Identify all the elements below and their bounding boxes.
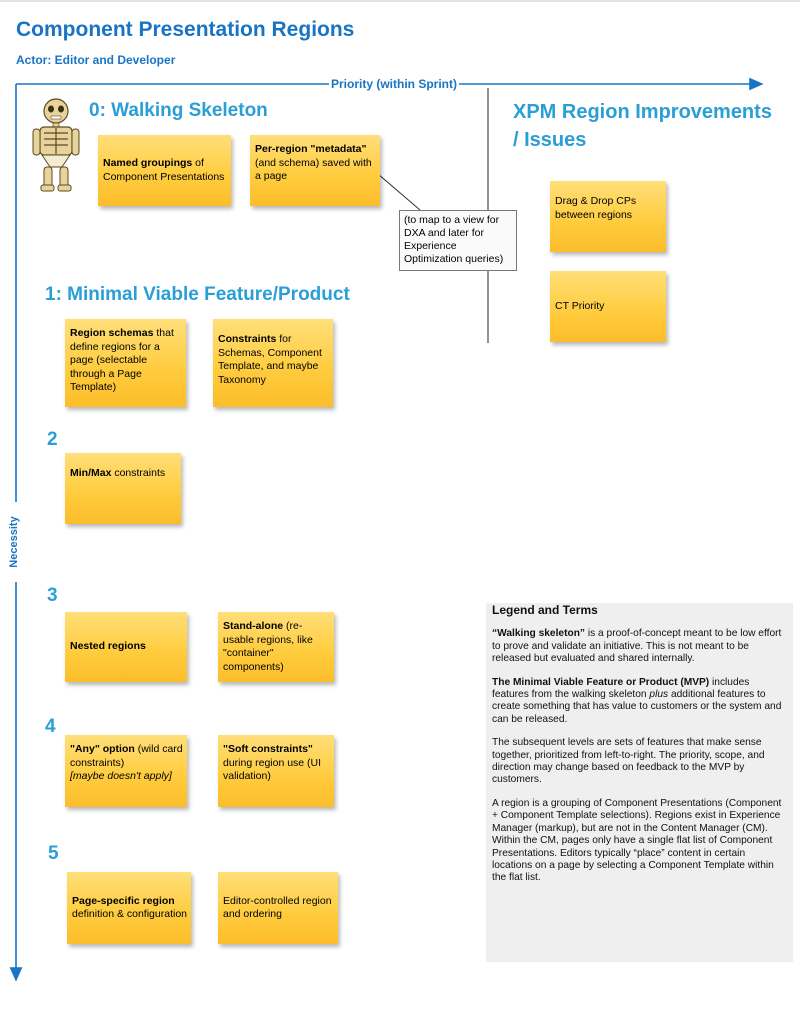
legend-walking-skeleton: “Walking skeleton” is a proof-of-concept… <box>492 628 782 665</box>
note-nested-regions: Nested regions <box>65 612 187 682</box>
level-2-heading: 2 <box>47 429 58 450</box>
priority-axis-label: Priority (within Sprint) <box>329 77 459 91</box>
legend-region-definition: A region is a grouping of Component Pres… <box>492 797 782 884</box>
note-editor-controlled-region: Editor-controlled region and ordering <box>218 872 338 944</box>
legend-mvp: The Minimal Viable Feature or Product (M… <box>492 676 782 725</box>
note-region-schemas: Region schemas that define regions for a… <box>65 319 186 407</box>
page-title: Component Presentation Regions <box>16 18 355 41</box>
note-stand-alone: Stand-alone (re-usable regions, like "co… <box>218 612 334 682</box>
note-per-region-metadata: Per-region "metadata" (and schema) saved… <box>250 135 380 206</box>
skeleton-icon <box>32 98 80 192</box>
level-3-heading: 3 <box>47 585 58 606</box>
note-ct-priority: CT Priority <box>550 271 666 342</box>
xpm-heading: XPM Region Improvements / Issues <box>513 101 772 151</box>
level-0-heading: 0: Walking Skeleton <box>89 100 268 121</box>
callout-connector <box>377 173 421 211</box>
note-page-specific-region: Page-specific region definition & config… <box>67 872 191 944</box>
legend-levels: The subsequent levels are sets of featur… <box>492 737 765 786</box>
level-5-heading: 5 <box>48 843 59 864</box>
legend-panel: Legend and Terms “Walking skeleton” is a… <box>486 603 793 962</box>
note-min-max: Min/Max constraints <box>65 453 181 524</box>
page-subtitle: Actor: Editor and Developer <box>16 53 176 67</box>
note-any-option: "Any" option (wild card constraints)[may… <box>65 735 187 807</box>
note-constraints: Constraints for Schemas, Component Templ… <box>213 319 333 407</box>
note-named-groupings: Named groupings of Component Presentatio… <box>98 135 231 206</box>
note-soft-constraints: "Soft constraints" during region use (UI… <box>218 735 334 807</box>
necessity-axis-label: Necessity <box>7 502 21 582</box>
metadata-callout: (to map to a view for DXA and later for … <box>399 210 517 271</box>
level-4-heading: 4 <box>45 716 56 737</box>
top-border <box>0 0 800 2</box>
level-1-heading: 1: Minimal Viable Feature/Product <box>45 284 350 305</box>
note-drag-drop-cps: Drag & Drop CPs between regions <box>550 181 666 252</box>
legend-heading: Legend and Terms <box>492 603 598 617</box>
